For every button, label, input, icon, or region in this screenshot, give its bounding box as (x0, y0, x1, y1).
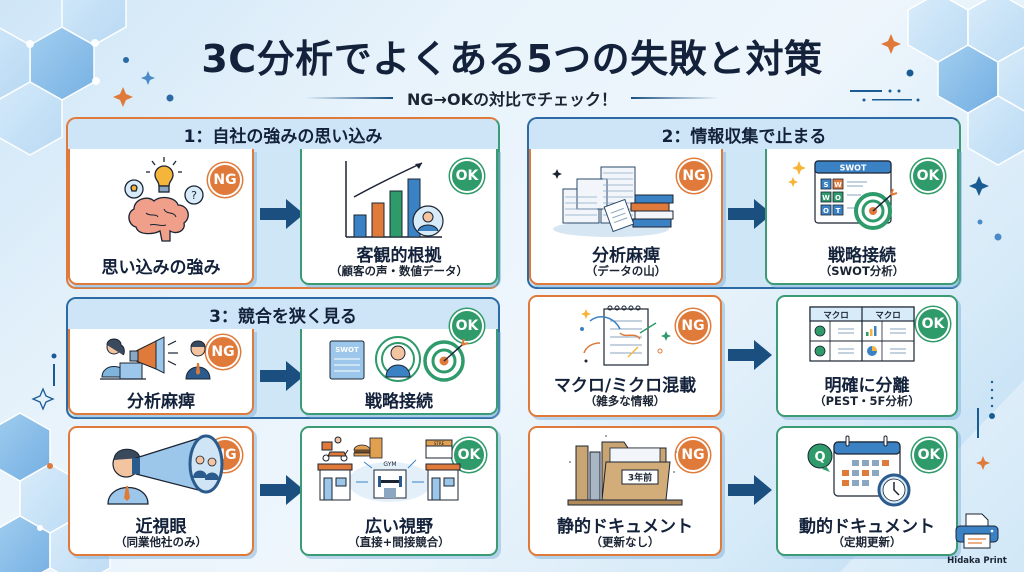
ok-card: OK Q 動的ドキュメント （定期更新） (776, 426, 958, 556)
ng-label: 分析麻痺 (127, 392, 195, 412)
svg-text:STRE: STRE (434, 441, 445, 446)
ng-label: 静的ドキュメント (557, 517, 693, 537)
ok-sublabel: （直接+間接競合） (348, 535, 450, 549)
ok-label: 広い視野 (365, 517, 433, 537)
telescope-icon (107, 434, 224, 505)
brand-name: Hidaka Print (947, 556, 1007, 566)
ng-card: NG ? 思い込みの強み (68, 149, 254, 285)
ok-label: 動的ドキュメント (799, 517, 935, 537)
svg-text:?: ? (191, 189, 197, 202)
megaphone-people-icon (100, 336, 211, 380)
ng-label: マクロ/ミクロ混載 (553, 376, 697, 396)
ng-badge: NG (677, 159, 711, 193)
arrow-right-icon (260, 199, 304, 229)
ok-badge: OK (450, 309, 484, 343)
svg-text:S: S (823, 181, 828, 189)
bar-chart-growth-icon (345, 161, 444, 238)
svg-text:マクロ: マクロ (875, 310, 901, 321)
section-heading: 3：競合を狭く見る (68, 299, 498, 329)
ok-card: OK STRE GYM (300, 426, 498, 556)
ng-card: NG 3年前 静的ドキュメント （更新なし） (528, 426, 722, 556)
ng-badge: NG (676, 309, 710, 343)
ok-badge: OK (452, 438, 486, 472)
ng-sublabel: （データの山） (585, 264, 667, 278)
paper-pile-icon (552, 166, 674, 237)
ok-label: 客観的根拠 (356, 246, 442, 266)
ok-sublabel: （PEST・5F分析） (814, 394, 920, 408)
svg-text:W: W (822, 194, 830, 202)
ng-label: 思い込みの強み (101, 258, 221, 278)
arrow-right-icon (728, 340, 772, 370)
ng-sublabel: （同業他社のみ） (115, 535, 207, 549)
svg-text:3年前: 3年前 (628, 472, 652, 484)
calendar-clock-icon: Q (807, 435, 911, 507)
ok-label: 戦略接続 (828, 246, 896, 266)
arrow-right-icon (260, 475, 304, 505)
arrow-right-icon (728, 475, 772, 505)
ng-label: 分析麻痺 (592, 246, 660, 266)
printer-icon (955, 513, 999, 549)
arrow-right-icon (728, 199, 772, 229)
ok-card: OK マクロ マクロ 明確に分離 （PEST・5F分析） (776, 295, 958, 417)
section-heading: 1：自社の強みの思い込み (68, 119, 498, 149)
ok-badge: OK (912, 438, 946, 472)
ng-card: NG 分析麻痺 （データの山） (529, 149, 723, 285)
ok-sublabel: （定期更新） (832, 535, 902, 549)
subtitle-row: NG→OKの対比でチェック！ (0, 86, 1024, 110)
svg-text:Q: Q (814, 450, 825, 465)
separated-table-icon: マクロ マクロ (809, 306, 915, 362)
ng-label: 近視眼 (135, 517, 187, 537)
old-folder-icon: 3年前 (567, 435, 683, 506)
ok-badge: OK (450, 159, 484, 193)
svg-text:SWOT: SWOT (335, 346, 359, 354)
svg-text:GYM: GYM (383, 461, 396, 468)
ok-badge: OK (916, 307, 950, 341)
ng-badge: NG (676, 438, 710, 472)
svg-text:O: O (823, 207, 829, 215)
ng-card: NG 近視眼 （同業他社のみ） (68, 426, 254, 556)
competitor-map-icon: STRE GYM (317, 436, 461, 502)
ok-card: OK 客観的根拠 （顧客の声・数値データ） (300, 149, 498, 285)
ok-sublabel: （SWOT分析） (819, 264, 905, 278)
messy-notepad-icon (580, 305, 671, 366)
ng-badge: NG (208, 163, 242, 197)
ng-badge: NG (206, 335, 240, 369)
page-title: 3C分析でよくある5つの失敗と対策 (201, 37, 823, 81)
ng-sublabel: （雑多な情報） (584, 394, 666, 408)
ok-sublabel: （顧客の声・数値データ） (330, 264, 468, 278)
svg-text:T: T (836, 207, 841, 215)
divider-line (630, 97, 719, 99)
swot-title: SWOT (840, 164, 867, 173)
ng-card: NG マクロ/ミクロ混載 （雑多な情報） (528, 295, 722, 417)
ok-label: 明確に分離 (824, 376, 910, 396)
divider-line (305, 97, 394, 99)
brand-logo: Hidaka Print (942, 512, 1012, 566)
page-subtitle: NG→OKの対比でチェック！ (407, 90, 617, 109)
svg-text:マクロ: マクロ (823, 310, 849, 321)
section-heading: 2：情報収集で止まる (529, 119, 959, 149)
ng-card: NG 分析麻痺 (68, 329, 254, 415)
ok-badge: OK (911, 159, 945, 193)
svg-text:O: O (835, 194, 841, 202)
ng-sublabel: （更新なし） (590, 535, 660, 549)
arrow-right-icon (260, 361, 304, 391)
svg-text:W: W (834, 181, 842, 189)
brain-lightbulb-icon: ? (124, 157, 204, 242)
ok-label: 戦略接続 (365, 392, 433, 412)
swot-person-target-icon: SWOT (329, 336, 469, 382)
ok-card: OK SWOT 戦略接続 (300, 309, 498, 415)
